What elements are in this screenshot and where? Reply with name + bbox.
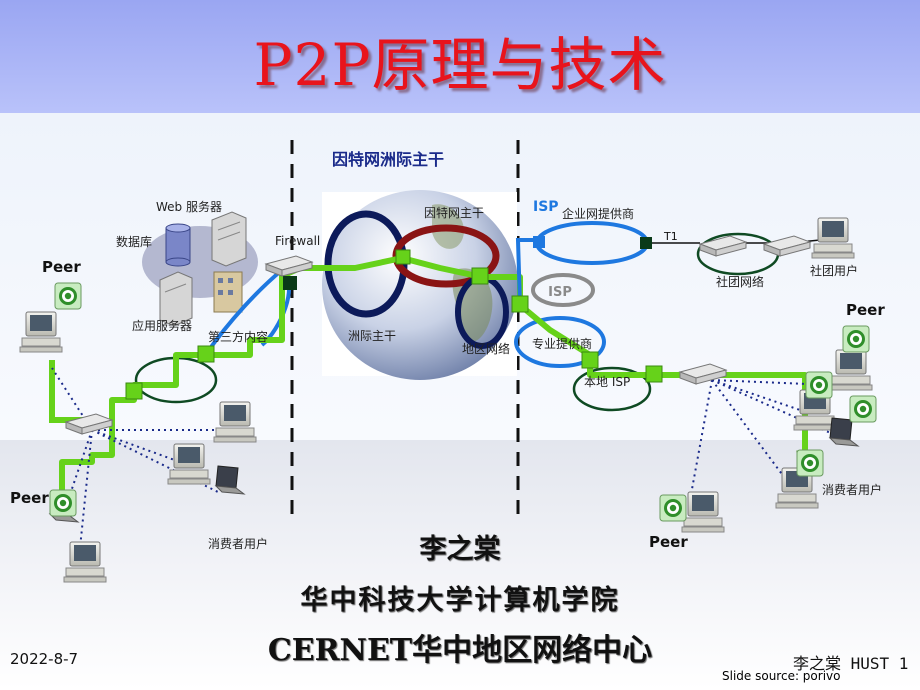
footer-background — [0, 440, 920, 690]
database-icon — [165, 223, 191, 267]
org-network-label: 社团网络 — [716, 274, 764, 289]
app-server-icon — [159, 271, 193, 327]
peer-icon-right-3 — [849, 395, 877, 423]
peer-pc-bottom-icon — [681, 491, 725, 533]
peer-icon-bottom-center — [659, 494, 687, 522]
pro-provider-label: 专业提供商 — [532, 336, 592, 351]
isp-left-label: ISP — [533, 199, 559, 215]
peer-icon-top-left — [54, 282, 82, 310]
peer-pc-left-icon — [19, 311, 63, 353]
t1-node — [640, 237, 652, 249]
peer-bottom-left-label: Peer — [10, 489, 49, 507]
right-consumer-links — [689, 379, 836, 501]
isp-center-ring — [531, 273, 595, 307]
slide-title: P2P原理与技术 — [253, 31, 667, 99]
org-user-label: 社团用户 — [810, 263, 858, 278]
local-isp-label: 本地 ISP — [584, 375, 630, 389]
consumer-pc-2-icon — [167, 443, 211, 485]
peer-icon-right-1 — [842, 325, 870, 353]
firewall-node — [283, 276, 297, 290]
peer-pc-right-icon — [829, 349, 873, 391]
web-server-icon — [211, 211, 247, 267]
regional-network-label: 地区网络 — [462, 341, 510, 356]
institution-name: 华中科技大学计算机学院 — [300, 585, 620, 616]
consumer-laptop-1-icon — [215, 465, 245, 495]
firewall-label: Firewall — [275, 234, 320, 248]
app-server-label: 应用服务器 — [132, 318, 192, 333]
enterprise-provider-label: 企业网提供商 — [562, 206, 634, 221]
third-party-building-icon — [213, 271, 243, 313]
third-party-label: 第三方内容 — [208, 329, 268, 344]
title-band — [0, 0, 920, 113]
author-name: 李之棠 — [419, 534, 501, 565]
backbone-title-label: 因特网洲际主干 — [332, 150, 444, 169]
consumer-left-label: 消费者用户 — [208, 536, 268, 551]
pro-provider-ring — [514, 316, 606, 368]
slide-source: Slide source: porivo — [722, 669, 841, 683]
peer-icon-bottom-left — [49, 489, 77, 517]
local-isp-ring — [572, 366, 652, 412]
peer-icon-right-4 — [796, 449, 824, 477]
slide-footer: 李之棠 HUST 1 — [793, 654, 909, 673]
database-label: 数据库 — [116, 234, 152, 249]
web-server-label: Web 服务器 — [156, 199, 222, 214]
consumer-pc-1-icon — [213, 401, 257, 443]
enterprise-isp-ring — [535, 221, 649, 265]
intercontinental-label: 洲际主干 — [348, 329, 396, 343]
peer-bottom-center-label: Peer — [649, 533, 688, 551]
slide-date: 2022-8-7 — [10, 650, 79, 668]
blue-isp-link — [515, 238, 540, 306]
peer-right-top-label: Peer — [846, 301, 885, 319]
t1-router-icon — [699, 235, 747, 257]
org-user-pc-icon — [811, 217, 855, 259]
center-name: CERNET华中地区网络中心 — [267, 633, 653, 668]
org-router-icon — [763, 235, 811, 257]
peer-top-left-label: Peer — [42, 258, 81, 276]
consumer-right-label: 消费者用户 — [822, 482, 882, 497]
peer-icon-right-2 — [805, 371, 833, 399]
isp-node — [533, 236, 545, 248]
firewall-router-icon — [265, 255, 313, 277]
isp-center-label: ISP — [548, 285, 572, 300]
globe-backbone-label: 因特网主干 — [424, 205, 484, 220]
t1-label: T1 — [663, 230, 678, 243]
